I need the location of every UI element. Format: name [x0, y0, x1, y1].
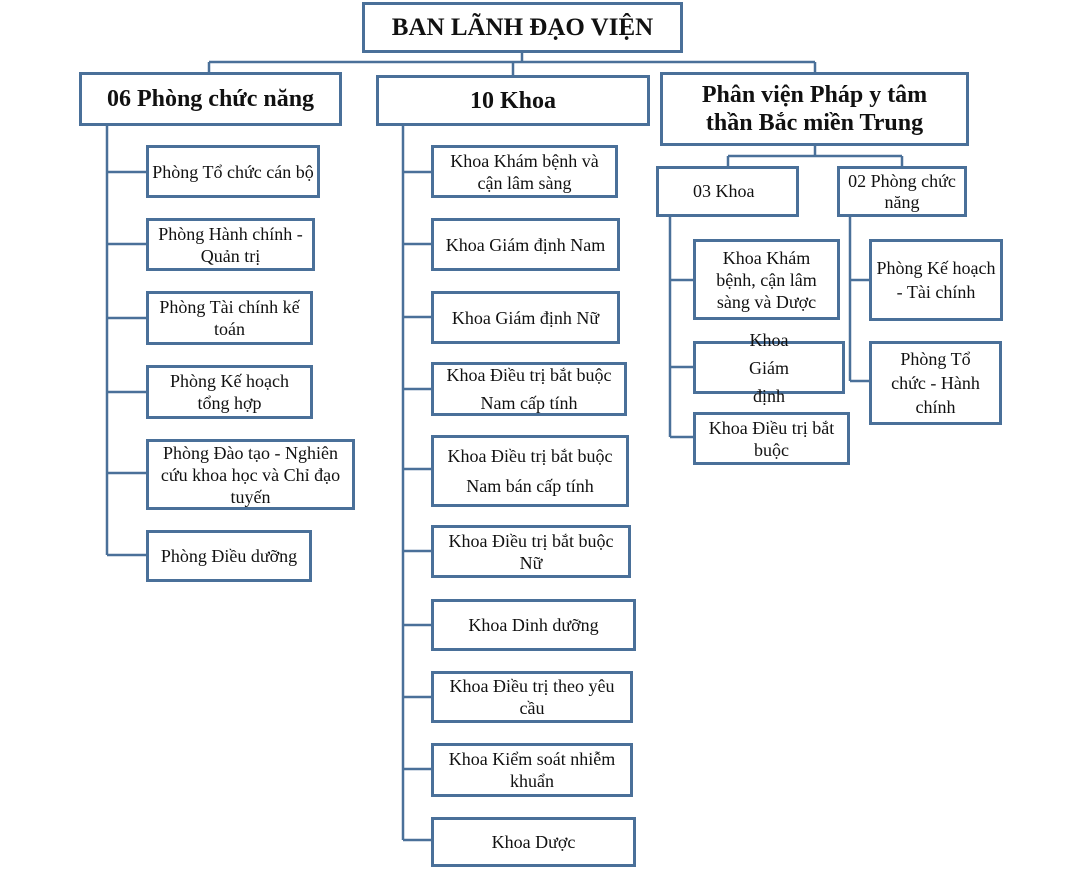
department-label: Phòng Tổ chức cán bộ [152, 161, 314, 182]
department-label: Phòng Kế hoạch - Tài chính [876, 258, 996, 302]
branch-node: 10 Khoa [376, 75, 650, 126]
department-label: Phòng Đào tạo - Nghiên cứu khoa học và C… [160, 442, 341, 507]
department-label: Khoa Khám bệnh, cận lâm sàng và Dược [716, 247, 817, 312]
branch-label: 10 Khoa [469, 87, 556, 114]
department-box: Phòng Tổ chức cán bộ [146, 145, 320, 198]
department-label: Khoa Điều trị bắt buộc Nữ [448, 530, 614, 573]
department-box: Khoa Dinh dưỡng [431, 599, 636, 651]
department-label: Khoa Dược [491, 832, 576, 852]
branch-node: Phân viện Pháp y tâm thần Bắc miền Trung [660, 72, 969, 146]
department-label: Phòng Kế hoạch tổng hợp [170, 371, 289, 413]
department-box: Phòng Tài chính kế toán [146, 291, 313, 345]
root-label: BAN LÃNH ĐẠO VIỆN [391, 13, 654, 41]
department-label: Khoa Giám định Nam [445, 234, 606, 255]
department-label: Phòng Tài chính kế toán [159, 297, 300, 339]
branch-label: Phân viện Pháp y tâm thần Bắc miền Trung [701, 82, 928, 136]
department-label: Khoa Giám định Nữ [451, 307, 600, 328]
department-box: Phòng Kế hoạch tổng hợp [146, 365, 313, 419]
department-box: Phòng Tổ chức - Hành chính [869, 341, 1002, 425]
department-box: Khoa Kiểm soát nhiễm khuẩn [431, 743, 633, 797]
department-box: Khoa Giám định [693, 330, 845, 406]
department-box: Phòng Điều dưỡng [146, 530, 312, 582]
department-box: Phòng Hành chính - Quản trị [146, 218, 315, 271]
department-box: Phòng Đào tạo - Nghiên cứu khoa học và C… [146, 439, 355, 510]
department-box: Khoa Giám định Nữ [431, 291, 620, 344]
department-label: Phòng Tổ chức - Hành chính [891, 349, 980, 417]
department-box: Khoa Điều trị bắt buộc Nam bán cấp tính [431, 435, 629, 507]
department-box: Khoa Điều trị bắt buộc [693, 412, 850, 465]
department-label: Khoa Điều trị bắt buộc Nam bán cấp tính [447, 446, 613, 496]
sub-group-box: 02 Phòng chức năng [837, 166, 967, 217]
root-node: BAN LÃNH ĐẠO VIỆN [362, 2, 683, 53]
sub-group-label: 02 Phòng chức năng [848, 170, 956, 212]
department-label: Phòng Hành chính - Quản trị [158, 223, 303, 266]
department-label: Khoa Điều trị bắt buộc [708, 417, 835, 460]
sub-group-box: 03 Khoa [656, 166, 799, 217]
branch-label: 06 Phòng chức năng [106, 86, 315, 112]
department-box: Khoa Điều trị bắt buộc Nữ [431, 525, 631, 578]
department-label: Phòng Điều dưỡng [160, 546, 298, 566]
department-label: Khoa Điều trị bắt buộc Nam cấp tính [446, 365, 612, 413]
department-box: Khoa Điều trị bắt buộc Nam cấp tính [431, 362, 627, 416]
sub-group-label: 03 Khoa [693, 181, 755, 201]
department-box: Khoa Dược [431, 817, 636, 867]
department-label: Khoa Giám định [749, 329, 789, 406]
department-label: Khoa Khám bệnh và cận lâm sàng [450, 150, 599, 193]
department-box: Khoa Khám bệnh và cận lâm sàng [431, 145, 618, 198]
department-box: Khoa Giám định Nam [431, 218, 620, 271]
department-box: Phòng Kế hoạch - Tài chính [869, 239, 1003, 321]
department-label: Khoa Dinh dưỡng [468, 615, 599, 635]
department-label: Khoa Điều trị theo yêu cầu [449, 676, 615, 718]
department-box: Khoa Điều trị theo yêu cầu [431, 671, 633, 723]
branch-node: 06 Phòng chức năng [79, 72, 342, 126]
department-box: Khoa Khám bệnh, cận lâm sàng và Dược [693, 239, 840, 320]
department-label: Khoa Kiểm soát nhiễm khuẩn [448, 749, 616, 791]
